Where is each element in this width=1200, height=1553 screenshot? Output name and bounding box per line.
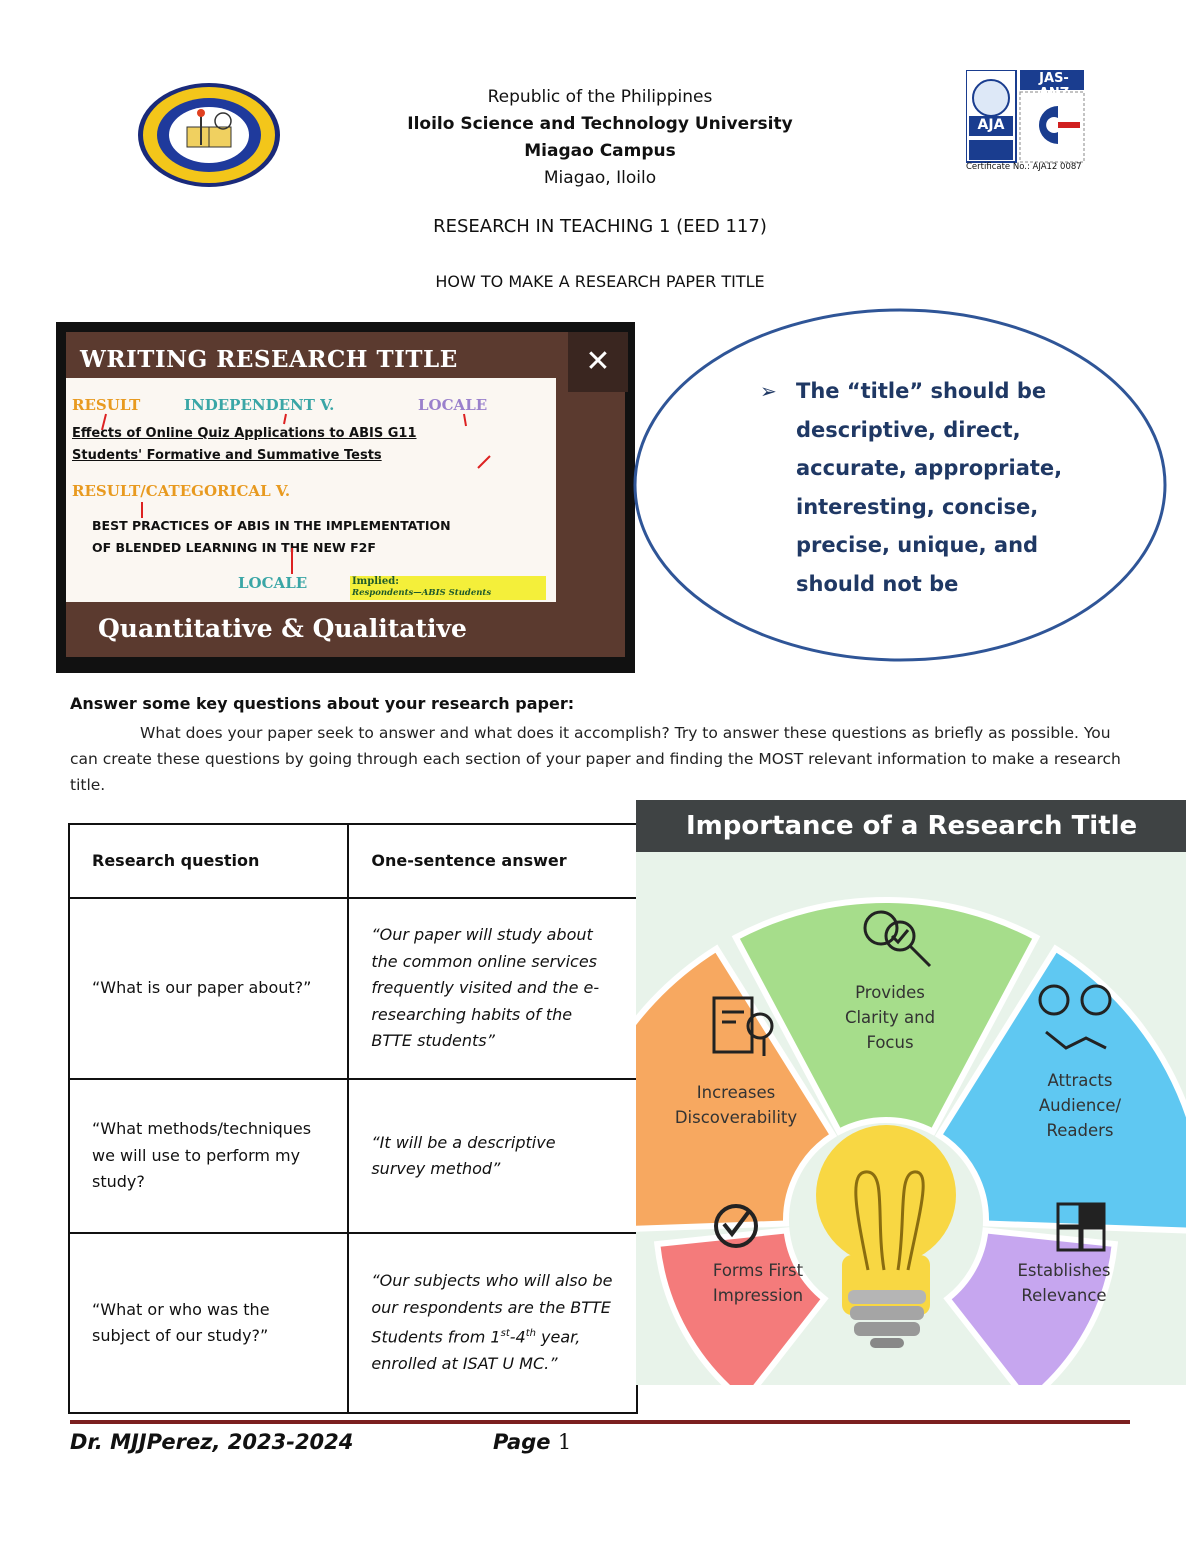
- answer-cell: “It will be a descriptive survey method”: [347, 1078, 638, 1234]
- table-row: “What is our paper about?” “Our paper wi…: [67, 897, 638, 1080]
- school-header: Republic of the Philippines Iloilo Scien…: [380, 84, 820, 192]
- question-cell: “What methods/techniques we will use to …: [67, 1078, 350, 1234]
- infographic-segment: [653, 1227, 829, 1385]
- table-row: “What or who was the subject of our stud…: [67, 1232, 638, 1414]
- segment-label-relevance: Establishes Relevance: [1017, 1261, 1111, 1305]
- table-row: “What methods/techniques we will use to …: [67, 1078, 638, 1234]
- header-line-republic: Republic of the Philippines: [487, 87, 713, 107]
- cert-org-text: AJA: [977, 117, 1005, 133]
- callout-ellipse: [633, 308, 1167, 662]
- superscript-th: th: [525, 1328, 536, 1340]
- clarity-lightbulb-check-icon: [863, 910, 932, 968]
- footer-rule: [70, 1420, 1130, 1424]
- header-one-sentence-answer: One-sentence answer: [347, 823, 638, 899]
- close-icon[interactable]: ✕: [568, 332, 628, 392]
- callout-text: ➢ The “title” should be descriptive, dir…: [760, 372, 1100, 600]
- answer-part: “Our subjects who will also be our respo…: [371, 1271, 613, 1347]
- implied-text: Respondents—ABIS Students: [352, 588, 492, 598]
- writing-research-title-image: RESULT INDEPENDENT V. LOCALE Effects of …: [56, 322, 635, 673]
- header-line-university: Iloilo Science and Technology University: [407, 114, 793, 134]
- infographic-segment: [636, 944, 838, 1232]
- header-line-campus: Miagao Campus: [524, 141, 676, 161]
- example-area: RESULT INDEPENDENT V. LOCALE Effects of …: [66, 378, 556, 602]
- implied-highlight: Implied: Respondents—ABIS Students: [350, 576, 546, 600]
- example1-line2: Students' Formative and Summative Tests: [72, 448, 382, 463]
- example1-line1: Effects of Online Quiz Applications to A…: [72, 426, 417, 441]
- answer-cell: “Our subjects who will also be our respo…: [347, 1232, 638, 1414]
- infographic-title: Importance of a Research Title: [686, 811, 1138, 841]
- course-title: RESEARCH IN TEACHING 1 (EED 117): [433, 216, 767, 237]
- key-questions-paragraph: What does your paper seek to answer and …: [70, 720, 1130, 798]
- segment-label-audience: Attracts Audience/ Readers: [1038, 1071, 1122, 1140]
- panel-footer-text: Quantitative & Qualitative: [98, 614, 467, 643]
- footer-author: Dr. MJJPerez, 2023-2024: [70, 1430, 354, 1454]
- infographic-title-bar: [636, 800, 1186, 852]
- label-independent: INDEPENDENT V.: [184, 396, 335, 414]
- footer-page: Page 1: [493, 1430, 571, 1454]
- certification-logo: JAS-ANZ AJA Certificate No.: AJA12 0087: [965, 69, 1086, 174]
- university-seal-logo: [136, 82, 282, 188]
- arrow-bullet-icon: ➢: [760, 379, 777, 403]
- cert-badge-text: JAS-ANZ: [1038, 71, 1070, 101]
- header-research-question: Research question: [67, 823, 350, 899]
- key-questions-heading: Answer some key questions about your res…: [70, 694, 575, 713]
- image-frame: RESULT INDEPENDENT V. LOCALE Effects of …: [66, 332, 625, 657]
- puzzle-pieces-icon: [1056, 1202, 1106, 1252]
- panel-footer-bar: [66, 602, 625, 657]
- segment-label-impression: Forms First Impression: [712, 1261, 804, 1305]
- segment-label-clarity: Provides Clarity and Focus: [844, 983, 936, 1052]
- paper-title: HOW TO MAKE A RESEARCH PAPER TITLE: [435, 272, 765, 291]
- infographic-graphic: [636, 897, 1186, 1385]
- superscript-st: st: [500, 1328, 510, 1340]
- question-cell: “What or who was the subject of our stud…: [67, 1232, 350, 1414]
- document-magnifier-icon: [712, 996, 774, 1056]
- callout-body: The “title” should be descriptive, direc…: [796, 379, 1063, 596]
- bulb-glass: [816, 1125, 956, 1265]
- panel-title: WRITING RESEARCH TITLE: [80, 346, 458, 373]
- infographic-segment: [943, 1227, 1119, 1385]
- label-locale-2: LOCALE: [238, 574, 308, 592]
- infographic-segment: [934, 944, 1186, 1234]
- cert-number-text: Certificate No.: AJA12 0087: [966, 162, 1082, 172]
- red-arrows: [101, 413, 491, 574]
- implied-label: Implied:: [352, 576, 399, 587]
- key-questions-text: What does your paper seek to answer and …: [70, 724, 1121, 794]
- example2-line2: OF BLENDED LEARNING IN THE NEW F2F: [92, 540, 376, 555]
- label-result-categorical: RESULT/CATEGORICAL V.: [72, 482, 291, 500]
- label-result: RESULT: [72, 396, 141, 414]
- research-question-table: Research question One-sentence answer “W…: [67, 823, 638, 1414]
- page-label: Page: [493, 1430, 551, 1454]
- segment-label-discoverability: Increases Discoverability: [674, 1083, 798, 1127]
- example2-line1: BEST PRACTICES OF ABIS IN THE IMPLEMENTA…: [92, 518, 451, 533]
- table-header-row: Research question One-sentence answer: [67, 823, 638, 899]
- question-cell: “What is our paper about?”: [67, 897, 350, 1080]
- label-locale: LOCALE: [418, 396, 488, 414]
- infographic-segment: [731, 897, 1041, 1136]
- lightbulb-icon: [816, 1125, 956, 1348]
- answer-part: year, enrolled at ISAT U MC.”: [371, 1327, 581, 1374]
- page-number: 1: [557, 1430, 572, 1454]
- importance-infographic: Importance of a Research Title Increases…: [636, 800, 1186, 1385]
- checkmark-circle-icon: [714, 1204, 758, 1248]
- answer-part: -4: [509, 1327, 526, 1347]
- handshake-people-icon: [1038, 984, 1112, 1050]
- answer-cell: “Our paper will study about the common o…: [347, 897, 638, 1080]
- header-line-location: Miagao, Iloilo: [543, 168, 657, 188]
